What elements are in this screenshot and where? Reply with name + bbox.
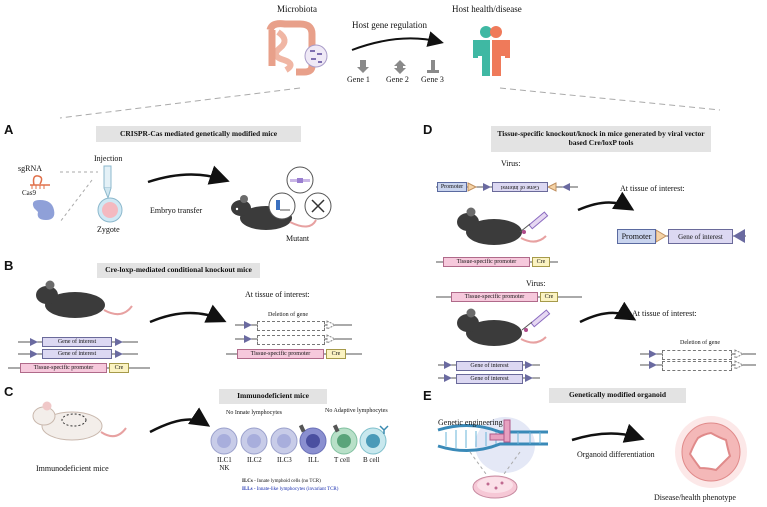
b-gene-box-2: Gene of interest	[42, 349, 112, 359]
ill-note: ILLs - Innate-like lymphocytes (invarian…	[242, 487, 339, 492]
mutant-circles	[268, 166, 332, 220]
panel-b-letter: B	[4, 258, 14, 273]
d-at-tissue-label-1: At tissue of interest:	[620, 184, 685, 193]
host-gene-regulation-label: Host gene regulation	[352, 20, 427, 30]
panel-c-letter: C	[4, 384, 14, 399]
d-result-promoter-box: Promoter	[617, 229, 656, 244]
genetic-engineering-label: Genetic engineering	[438, 418, 503, 427]
d-cre-box-1: Cre	[532, 257, 550, 267]
panel-d-letter: D	[423, 122, 433, 137]
intestine-icon	[266, 20, 316, 76]
dna-editing-icon	[437, 417, 548, 473]
d-promoter-box-pink-2: Tissue-specific promoter	[451, 292, 538, 302]
immune-cells	[210, 424, 389, 455]
b-promoter-box: Tissue-specific promoter	[20, 363, 107, 373]
d-result-gene-box: Gene of interest	[668, 229, 733, 244]
d-inverted-gene-box: Gene of interest	[492, 182, 548, 192]
d-virus-label-1: Virus:	[501, 159, 521, 168]
host-health-label: Host health/disease	[452, 4, 522, 14]
panel-a-letter: A	[4, 122, 14, 137]
d-deleted-box-1	[662, 350, 732, 360]
b-gene-box-1: Gene of interest	[42, 337, 112, 347]
injection-label: Injection	[94, 154, 123, 163]
d-virus-label-2: Virus:	[526, 279, 546, 288]
cell-ilc2-label: ILC2	[247, 456, 262, 464]
zygote-label: Zygote	[97, 225, 120, 234]
gene-arrows	[357, 60, 439, 74]
no-innate-label: No Innate lymphocytes	[226, 410, 282, 416]
syringe-icon-1	[519, 211, 549, 234]
b-result-cre-box: Cre	[326, 349, 346, 359]
injection-needle-icon	[103, 165, 112, 200]
panel-e-title: Genetically modified organoid	[549, 388, 686, 403]
immunodeficient-mice-label: Immunodeficient mice	[36, 464, 109, 473]
cas9-label: Cas9	[22, 189, 36, 197]
no-adaptive-label: No Adaptive lymphocytes	[325, 408, 388, 414]
gene-1-label: Gene 1	[347, 75, 370, 84]
cell-tcell-label: T cell	[334, 456, 351, 464]
organoid-differentiation-label: Organoid differentiation	[577, 450, 655, 459]
d-promoter-box-pink-1: Tissue-specific promoter	[443, 257, 530, 267]
b-at-tissue-label: At tissue of interest:	[245, 290, 310, 299]
b-deletion-label: Deletion of gene	[268, 312, 308, 318]
mouse-b	[36, 280, 133, 318]
panel-a-title: CRISPR-Cas mediated genetically modified…	[96, 126, 301, 142]
cell-bcell-label: B cell	[363, 456, 380, 464]
b-cre-box: Cre	[109, 363, 129, 373]
d-at-tissue-label-2: At tissue of interest:	[632, 309, 697, 318]
b-result-promoter-box: Tissue-specific promoter	[237, 349, 324, 359]
bacteria-icon	[304, 44, 328, 68]
petri-dish-icon	[472, 475, 518, 499]
mouse-d1	[457, 207, 547, 245]
sgrna-label: sgRNA	[18, 164, 43, 173]
mouse-d2	[457, 308, 547, 346]
cell-ilc1-label: ILC1 NK	[217, 456, 232, 472]
syringe-icon-2	[521, 309, 551, 332]
ilc-note: ILCs - Innate lymphoid cells (no TCR)	[242, 479, 321, 484]
organoid-icon	[675, 416, 747, 488]
d-deleted-box-2	[662, 361, 732, 371]
panel-b-title: Cre-loxp-mediated conditional knockout m…	[97, 263, 260, 278]
b-deleted-box-2	[257, 335, 325, 345]
d-gene-box-2: Gene of interest	[456, 374, 523, 384]
cell-ill-label: ILL	[308, 456, 319, 464]
microbiota-label: Microbiota	[277, 4, 317, 14]
panel-e-letter: E	[423, 388, 432, 403]
cell-ilc3-label: ILC3	[277, 456, 292, 464]
embryo-transfer-label: Embryo transfer	[150, 206, 203, 215]
mutant-label: Mutant	[286, 234, 310, 243]
mouse-c-white	[32, 401, 127, 441]
zygote-icon	[97, 197, 123, 223]
cas9-protein-icon	[32, 200, 55, 220]
panel-c-title: Immunodeficient mice	[219, 389, 327, 404]
gene-3-label: Gene 3	[421, 75, 444, 84]
host-human-icon	[473, 26, 510, 76]
gene-2-label: Gene 2	[386, 75, 409, 84]
b-deleted-box-1	[257, 321, 325, 331]
sgrna-icon	[30, 175, 50, 189]
d-deletion-label: Deletion of gene	[680, 340, 720, 346]
d-cre-box-2: Cre	[540, 292, 558, 302]
phenotype-label: Disease/health phenotype	[654, 493, 736, 502]
panel-d-title: Tissue-specific knockout/knock in mice g…	[491, 126, 711, 152]
d-promoter-box-1: Promoter	[437, 182, 467, 192]
d-gene-box-1: Gene of interest	[456, 361, 523, 371]
